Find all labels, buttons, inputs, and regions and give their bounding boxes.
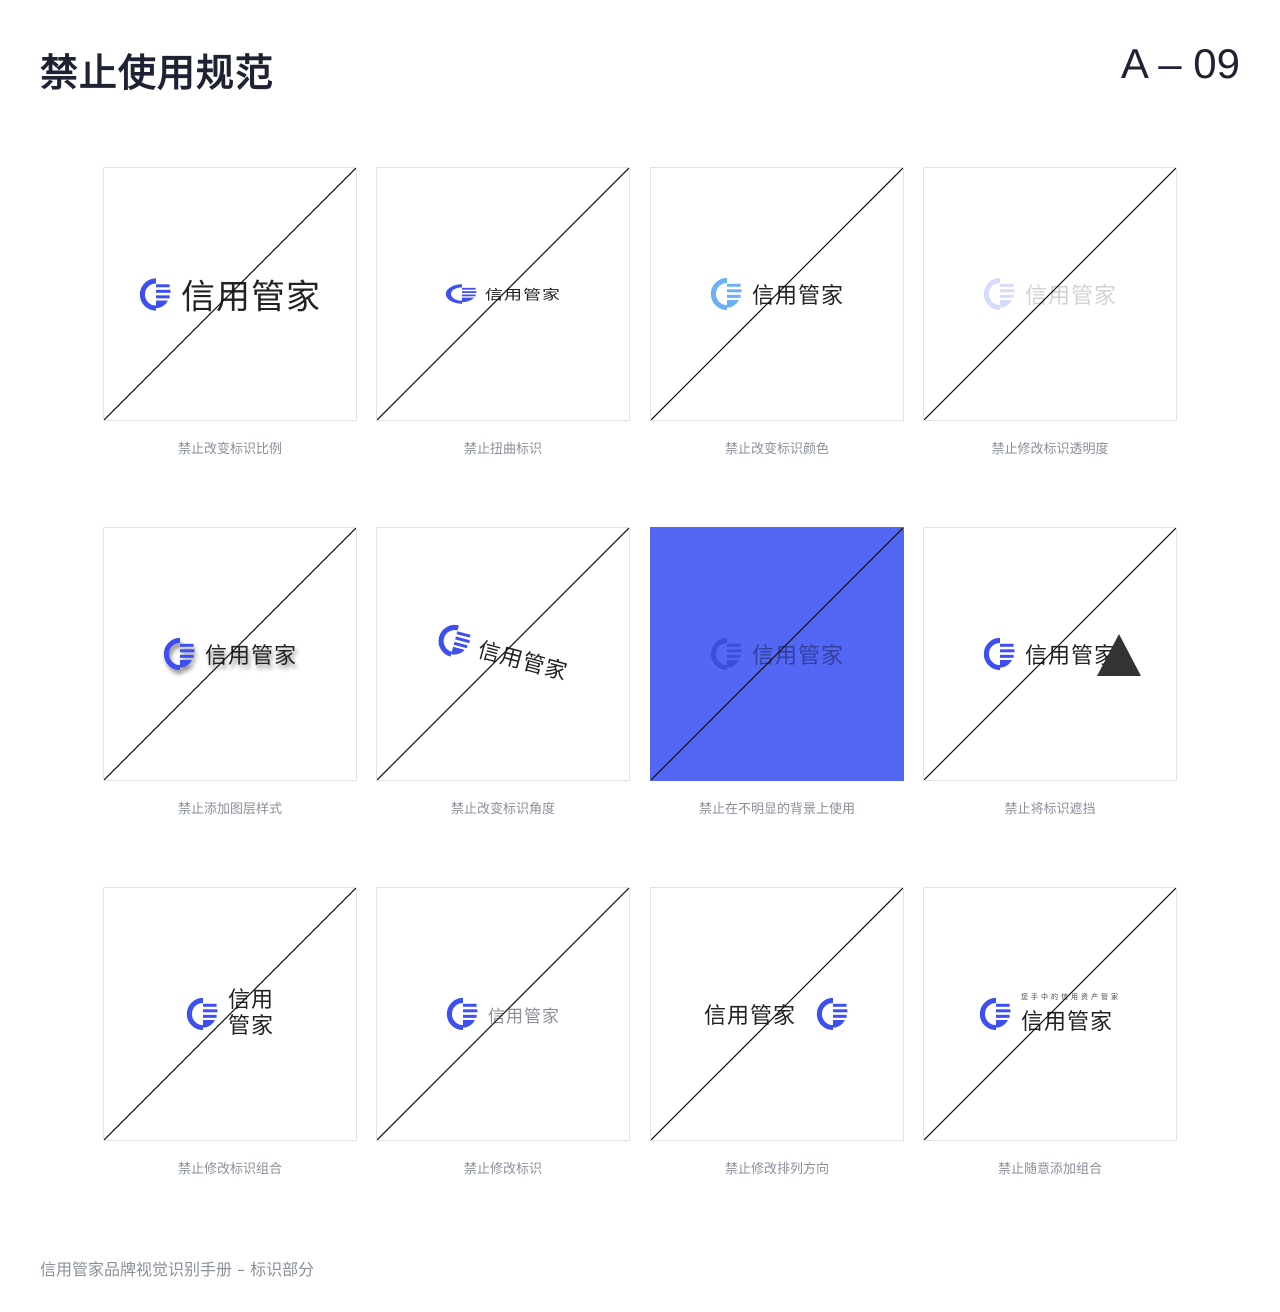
logo: 信用管家 <box>163 637 297 671</box>
page-title: 禁止使用规范 <box>40 51 275 95</box>
card-caption: 禁止修改标识透明度 <box>991 442 1109 457</box>
logo: 信用管家 <box>186 988 274 1040</box>
footer-text: 信用管家品牌视觉识别手册 – 标识部分 <box>40 1260 315 1279</box>
logo-wordmark: 信用管家 <box>1021 1010 1114 1035</box>
prohibited-slash <box>651 528 903 780</box>
misuse-example-card: 信用管家 <box>650 887 904 1141</box>
logo-wordmark: 信用管家 <box>751 284 845 309</box>
prohibited-slash <box>924 528 1176 780</box>
misuse-example-card: 信用管家 <box>923 527 1177 781</box>
prohibited-slash <box>104 888 356 1140</box>
prohibited-slash <box>651 888 903 1140</box>
card-caption: 禁止修改标识 <box>463 1162 542 1177</box>
logo-wordmark-line2: 管家 <box>227 1014 275 1039</box>
card-caption: 禁止随意添加组合 <box>997 1162 1102 1177</box>
logo: 信用管家 <box>710 637 844 671</box>
card-caption: 禁止添加图层样式 <box>177 802 282 817</box>
page-code: A – 09 <box>1120 40 1240 87</box>
misuse-example-card: 信用管家 <box>376 527 630 781</box>
logo-wordmark: 信用管家 <box>703 1004 797 1029</box>
prohibited-slash <box>104 168 356 420</box>
logo-wordmark: 信用管家 <box>485 287 561 303</box>
prohibited-slash <box>377 168 629 420</box>
misuse-example-card: 信用管家 <box>376 167 630 421</box>
misuse-example-card: 信用管家 <box>103 887 357 1141</box>
logo: 信用管家 <box>445 277 561 311</box>
logo-wordmark: 信用管家 <box>1024 284 1118 309</box>
logo: 信用管家 <box>139 270 321 319</box>
logo-tagline: 您手中的信用资产管家 <box>1021 993 1121 1001</box>
triangle-obstruction <box>1097 634 1141 676</box>
card-caption: 禁止在不明显的背景上使用 <box>698 802 855 817</box>
prohibited-slash <box>104 528 356 780</box>
card-caption: 禁止扭曲标识 <box>463 442 542 457</box>
misuse-example-card: 信用管家 <box>376 887 630 1141</box>
misuse-example-card: 信用管家 <box>103 527 357 781</box>
prohibited-slash <box>651 168 903 420</box>
card-caption: 禁止改变标识颜色 <box>724 442 829 457</box>
prohibited-slash <box>924 168 1176 420</box>
prohibited-slash <box>924 888 1176 1140</box>
logo: 信用管家 <box>710 277 844 311</box>
logo-wordmark: 信用管家 <box>751 644 845 669</box>
prohibited-slash <box>377 528 629 780</box>
misuse-example-card: 信用管家 <box>103 167 357 421</box>
prohibited-slash <box>377 888 629 1140</box>
card-caption: 禁止修改排列方向 <box>724 1162 829 1177</box>
card-caption: 禁止修改标识组合 <box>177 1162 282 1177</box>
misuse-example-card: 信用管家 <box>923 167 1177 421</box>
logo: 信用管家 <box>704 997 850 1031</box>
card-caption: 禁止改变标识比例 <box>177 442 282 457</box>
logo: 您手中的信用资产管家信用管家 <box>979 992 1121 1036</box>
misuse-example-card: 信用管家 <box>650 527 904 781</box>
card-caption: 禁止改变标识角度 <box>450 802 555 817</box>
misuse-example-card: 您手中的信用资产管家信用管家 <box>923 887 1177 1141</box>
logo-wordmark: 信用管家 <box>181 277 321 318</box>
card-caption: 禁止将标识遮挡 <box>1004 802 1096 817</box>
logo-wordmark: 信用管家 <box>204 644 298 669</box>
misuse-example-card: 信用管家 <box>650 167 904 421</box>
logo: 信用管家 <box>983 277 1117 311</box>
